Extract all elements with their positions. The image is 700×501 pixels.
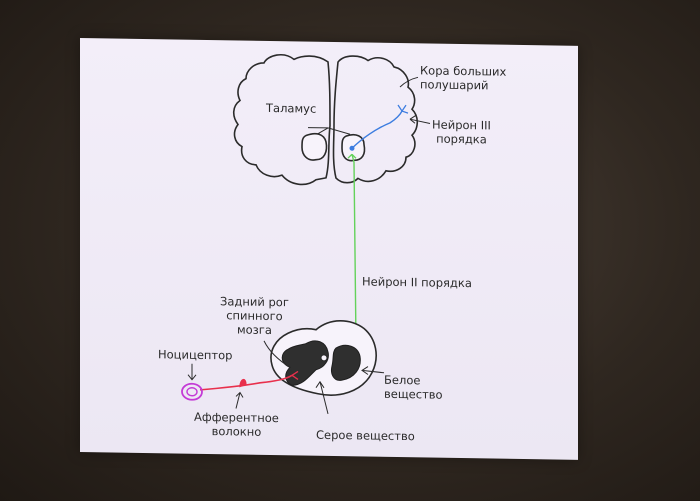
neuron-2-terminal [347, 153, 357, 159]
label-neuron-3-line-2: порядка [436, 131, 487, 147]
nociceptor-receptor-inner [186, 387, 198, 397]
white-matter-pointer [361, 366, 385, 375]
label-white-matter: Белое вещество [384, 373, 443, 402]
label-neuron-2-text: Нейрон II порядка [362, 274, 472, 291]
label-afferent-fiber-line-2: волокно [211, 424, 262, 439]
label-nociceptor: Ноцицептор [158, 347, 232, 362]
label-white-matter-line-2: вещество [384, 386, 443, 402]
afferent-pointer [235, 391, 244, 409]
label-cortex-line-2: полушарий [420, 77, 489, 93]
neuron-3-soma [349, 145, 355, 151]
gray-matter-right-horn [331, 344, 361, 381]
brain-left-hemisphere [232, 54, 331, 186]
label-afferent-fiber-line-1: Афферентное [194, 409, 279, 426]
cortex-pointer-line [399, 76, 419, 88]
brain-right-hemisphere [332, 55, 419, 184]
neuron-3-axon [351, 110, 403, 149]
label-gray-matter-text: Серое вещество [316, 427, 415, 444]
thalamus-left [301, 132, 328, 161]
label-cortex-line-1: Кора больших [420, 63, 507, 79]
afferent-fiber [199, 374, 293, 391]
dorsal-horn-pointer [263, 340, 291, 368]
label-thalamus-text: Таламус [266, 100, 317, 116]
label-gray-matter: Серое вещество [316, 428, 415, 444]
projected-slide: Кора больших полушарий Таламус Нейрон II… [80, 38, 578, 460]
label-cortex: Кора больших полушарий [420, 63, 506, 92]
pain-pathway-diagram [181, 54, 431, 415]
label-dorsal-horn: Задний рог спинного мозга [220, 294, 289, 337]
neuron-3-pointer-line [409, 118, 431, 124]
label-white-matter-line-1: Белое [384, 372, 421, 388]
neuron-3-pointer-arrowhead [409, 114, 417, 124]
label-dorsal-horn-line-2: спинного [226, 308, 283, 324]
central-canal [320, 354, 328, 362]
thalamus-pointer-line [308, 127, 351, 135]
label-dorsal-horn-line-1: Задний рог [220, 294, 289, 310]
label-neuron-3: Нейрон III порядка [432, 118, 491, 147]
label-neuron-2: Нейрон II порядка [362, 274, 472, 290]
afferent-fiber-ganglion [239, 378, 247, 388]
neuron-3-dendrite [397, 104, 409, 114]
gray-matter-pointer [315, 380, 329, 415]
nociceptor-pointer [187, 363, 197, 381]
label-thalamus: Таламус [266, 101, 316, 116]
afferent-fiber-terminal [291, 370, 299, 380]
label-nociceptor-text: Ноцицептор [158, 347, 233, 363]
label-dorsal-horn-line-3: мозга [236, 322, 272, 338]
label-afferent-fiber: Афферентное волокно [194, 410, 279, 439]
label-neuron-3-line-1: Нейрон III [432, 117, 491, 133]
nociceptor-receptor [181, 382, 203, 401]
